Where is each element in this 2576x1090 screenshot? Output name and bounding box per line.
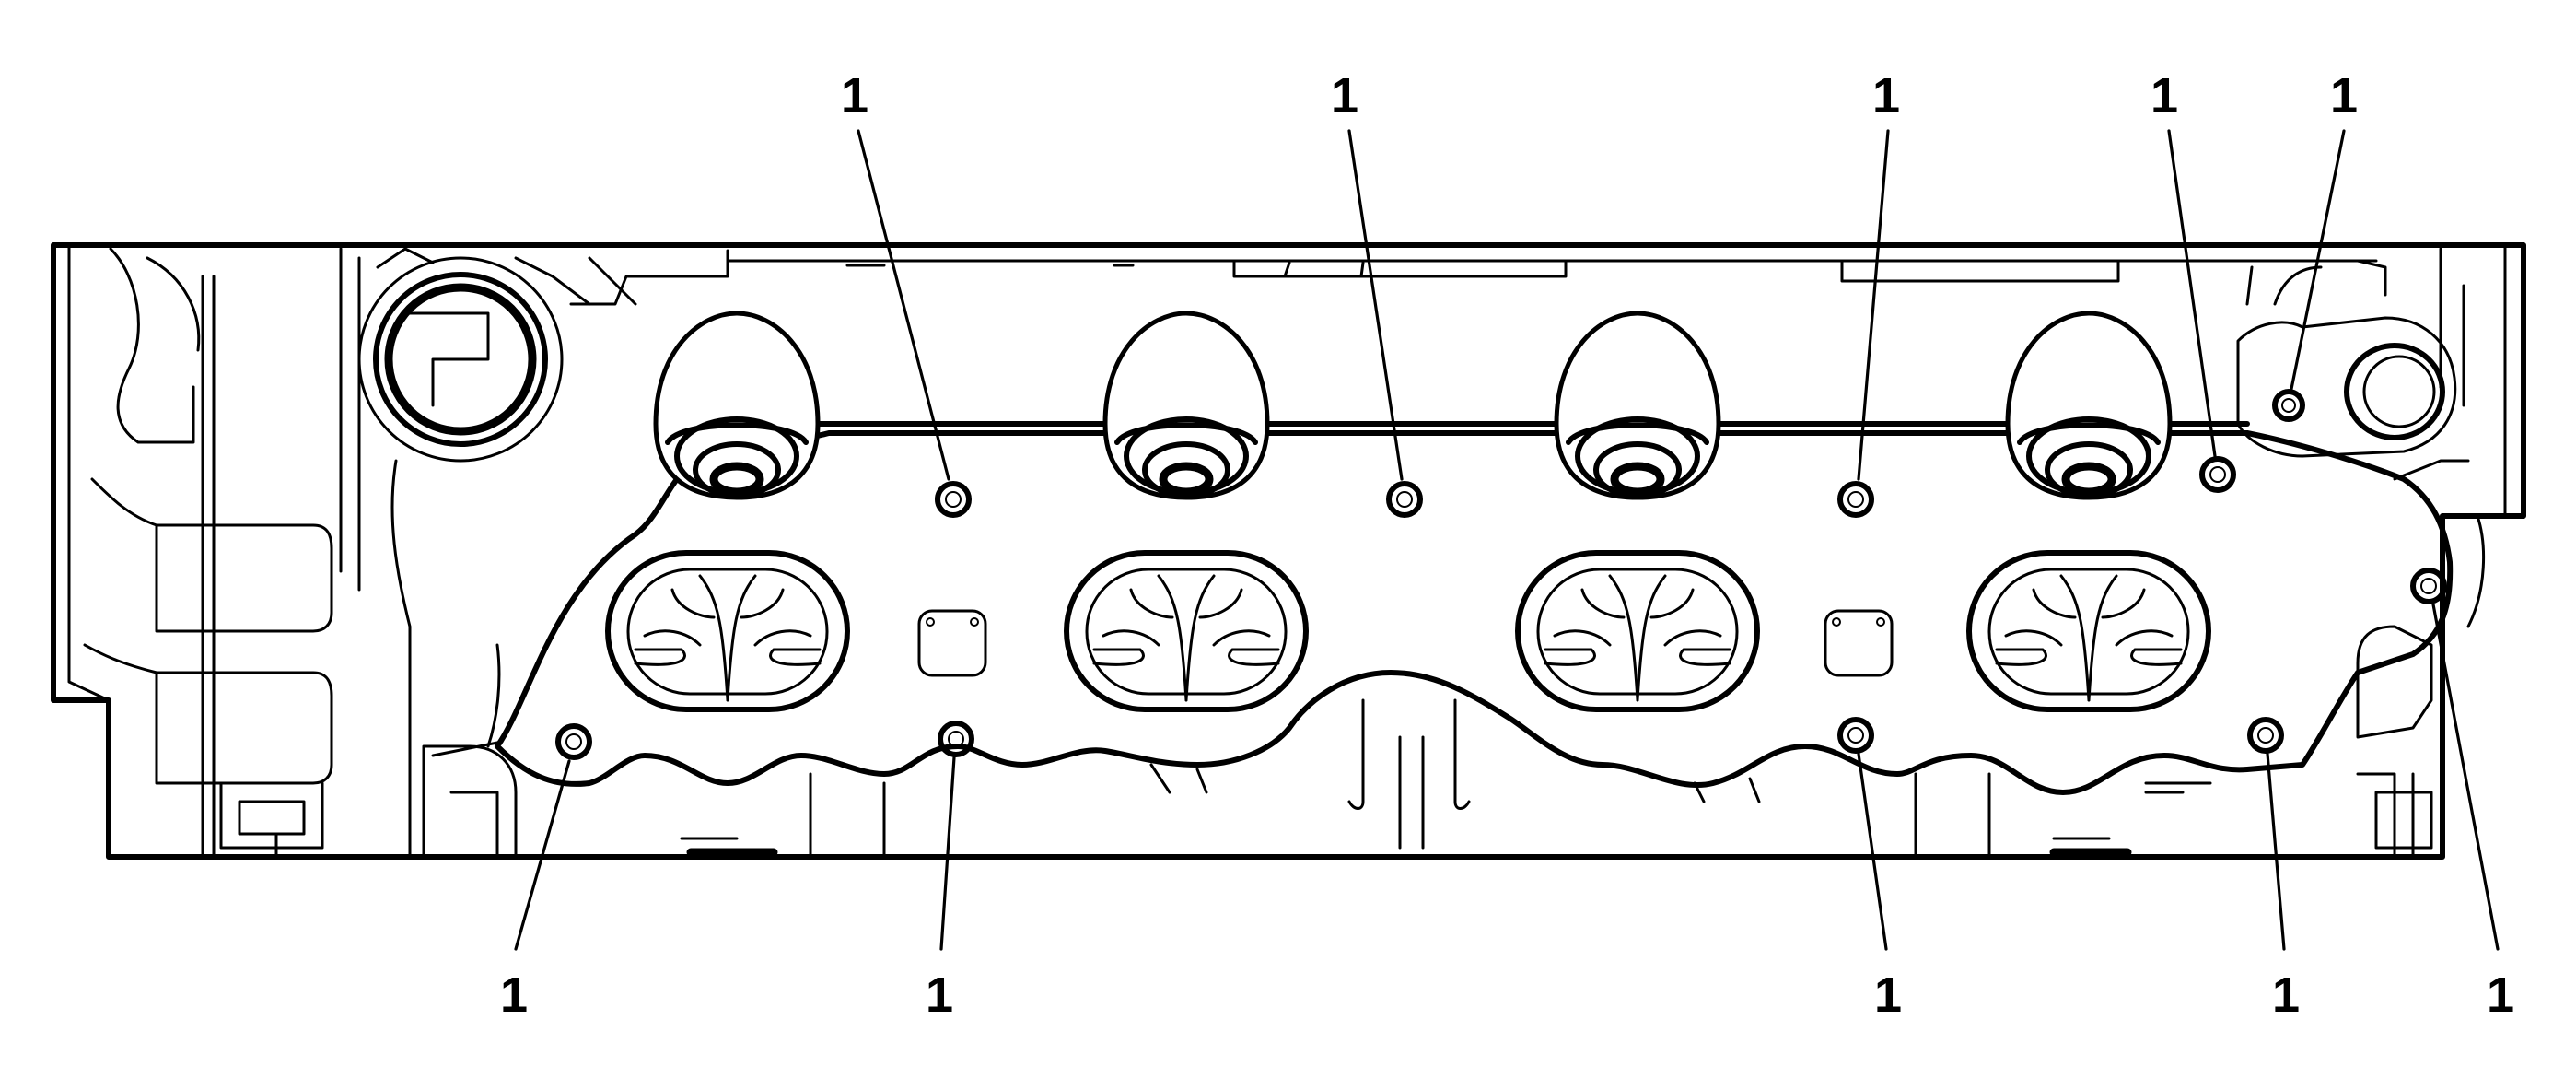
- cylinder-head-lower-details: [680, 698, 2212, 859]
- callout-label: 1: [2272, 967, 2300, 1023]
- gasket-port-4: [1966, 550, 2211, 712]
- cylinder-head-left-end: [67, 243, 637, 859]
- gasket-port-1: [605, 550, 850, 712]
- leader-line: [1857, 129, 1890, 481]
- leader-line: [514, 759, 571, 951]
- leader-line: [2431, 603, 2500, 951]
- callout-label: 1: [2487, 967, 2514, 1023]
- callout-label: 1: [1874, 967, 1902, 1023]
- exhaust-port-ovals: [653, 311, 2173, 500]
- leader-line: [857, 129, 950, 481]
- gasket-port-3: [1515, 550, 1760, 712]
- callout-label: 1: [1872, 68, 1900, 123]
- callout-label: 1: [841, 68, 868, 123]
- callout-label: 1: [500, 967, 528, 1023]
- bolt-hole: [555, 723, 592, 760]
- gasket-port-openings: [605, 550, 2211, 712]
- exhaust-manifold-gasket: [431, 430, 2470, 795]
- exhaust-port-4: [2005, 311, 2173, 500]
- bolt-hole: [938, 721, 974, 757]
- leader-line: [939, 756, 956, 951]
- bolt-hole: [2410, 568, 2447, 604]
- bolt-hole: [1837, 717, 1874, 754]
- round-plug-port: [357, 247, 591, 463]
- bolt-hole: [2272, 389, 2305, 422]
- callout-labels: 1 1 1 1 1 1 1 1 1 1: [500, 68, 2514, 1023]
- leader-line: [1347, 129, 1404, 481]
- exhaust-port-1: [653, 311, 821, 500]
- exhaust-port-3: [1554, 311, 1721, 500]
- leader-line: [2290, 129, 2346, 391]
- cylinder-head-right-end: [2236, 265, 2486, 859]
- bolt-hole: [1837, 481, 1874, 518]
- gasket-square-pads: [917, 609, 1894, 677]
- bolt-hole: [2199, 456, 2236, 493]
- callout-label: 1: [2330, 68, 2358, 123]
- exhaust-port-2: [1102, 311, 1270, 500]
- callout-label: 1: [2151, 68, 2178, 123]
- bolt-hole: [1386, 481, 1423, 518]
- bolt-holes: [555, 389, 2447, 760]
- callout-label: 1: [1331, 68, 1358, 123]
- bolt-hole: [2247, 717, 2284, 754]
- leader-line: [2167, 129, 2217, 458]
- leader-line: [1857, 752, 1888, 951]
- bolt-hole: [935, 481, 972, 518]
- callout-label: 1: [926, 967, 953, 1023]
- callout-leader-lines: [514, 129, 2500, 951]
- gasket-port-2: [1064, 550, 1309, 712]
- leader-line: [2266, 752, 2286, 951]
